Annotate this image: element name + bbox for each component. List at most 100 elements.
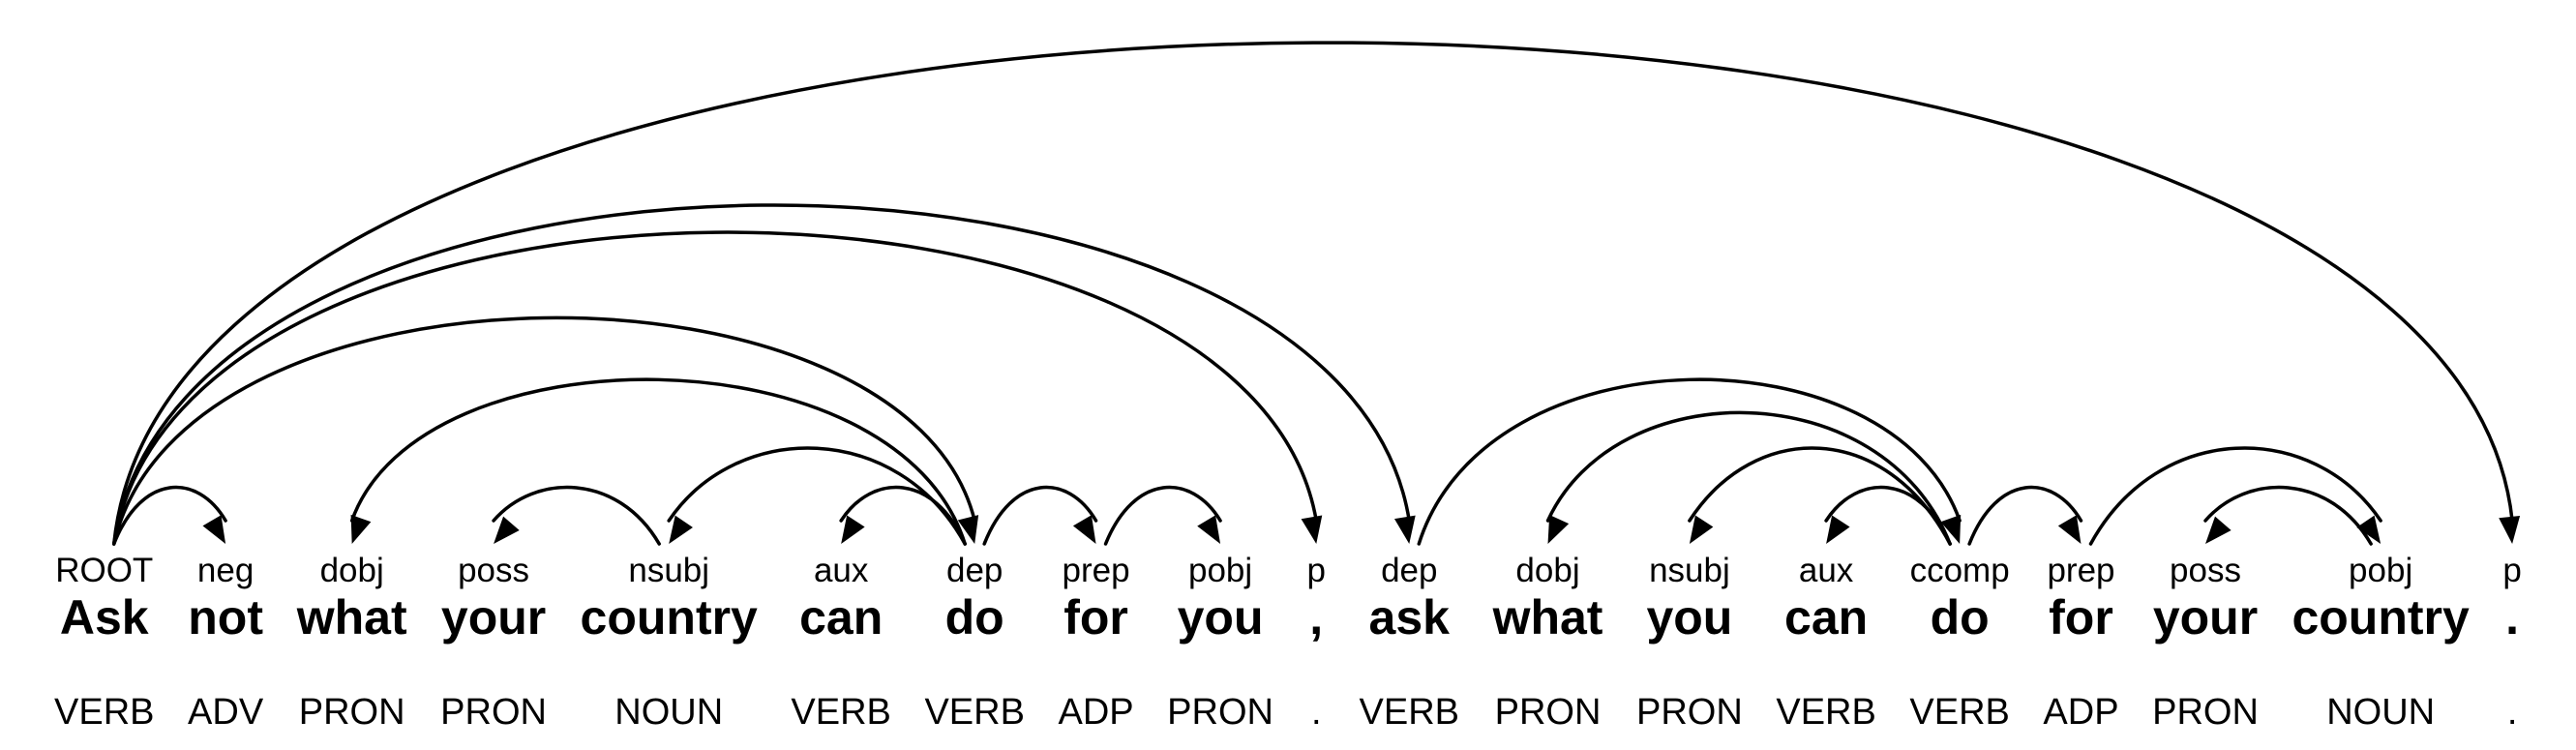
token-word: what bbox=[296, 590, 407, 645]
dependency-arc bbox=[1545, 410, 1952, 546]
pos-tag: PRON bbox=[2152, 692, 2259, 733]
dependency-label: ROOT bbox=[55, 552, 154, 589]
pos-tag: VERB bbox=[1359, 692, 1460, 733]
dependency-label: p bbox=[2502, 552, 2522, 589]
token-word: do bbox=[1930, 590, 1990, 645]
dependency-arc bbox=[111, 230, 1318, 546]
token: pobj you PRON bbox=[1167, 552, 1273, 732]
dependency-label: poss bbox=[2170, 552, 2241, 589]
pos-tag: . bbox=[1310, 692, 1322, 733]
dependency-arc bbox=[1103, 485, 1222, 546]
pos-tag: VERB bbox=[1776, 692, 1876, 733]
token: aux can VERB bbox=[1776, 552, 1875, 732]
token: prep for ADP bbox=[2043, 552, 2118, 732]
dependency-arc bbox=[982, 485, 1098, 546]
pos-tag: PRON bbox=[1494, 692, 1602, 733]
token-word: Ask bbox=[59, 590, 149, 645]
dependency-arc bbox=[839, 485, 967, 546]
arc-arrow-head bbox=[1072, 515, 1096, 544]
token-word: can bbox=[799, 590, 884, 645]
arc-arrow-head bbox=[1393, 515, 1416, 544]
dependency-label: pobj bbox=[1187, 552, 1253, 589]
pos-tag: PRON bbox=[1167, 692, 1273, 733]
token: dep do VERB bbox=[924, 552, 1024, 732]
pos-tag: ADP bbox=[2043, 692, 2119, 733]
token-word: . bbox=[2505, 590, 2520, 645]
token-word: what bbox=[1492, 590, 1603, 645]
dependency-arc bbox=[1417, 377, 1962, 546]
dependency-label: prep bbox=[1062, 552, 1130, 589]
pos-tag: VERB bbox=[54, 692, 155, 733]
pos-tag: ADV bbox=[188, 692, 264, 733]
arc-arrow-head bbox=[2057, 515, 2082, 544]
dependency-label: dep bbox=[945, 552, 1003, 589]
dependency-arc bbox=[492, 485, 661, 546]
arc-arrow-head bbox=[1197, 515, 1221, 544]
token: ROOT Ask VERB bbox=[54, 552, 154, 732]
token: pobj country NOUN bbox=[2291, 552, 2469, 732]
pos-tag: . bbox=[2506, 692, 2518, 733]
dependency-label: dobj bbox=[1515, 552, 1580, 589]
arc-arrow-head bbox=[350, 514, 372, 544]
token: dobj what PRON bbox=[297, 552, 407, 732]
token: nsubj you PRON bbox=[1636, 552, 1743, 732]
token-word: country bbox=[580, 590, 758, 645]
arc-arrow-head bbox=[202, 515, 226, 544]
arc-arrow-head bbox=[2499, 516, 2521, 544]
arc-arrow-head bbox=[1826, 515, 1850, 544]
token-word: do bbox=[944, 590, 1004, 645]
dependency-arc bbox=[2203, 485, 2373, 546]
dependency-arc bbox=[111, 41, 2514, 546]
dependency-label: nsubj bbox=[1649, 552, 1730, 589]
token: nsubj country NOUN bbox=[581, 552, 758, 732]
token: neg not ADV bbox=[188, 552, 263, 732]
dependency-arc bbox=[349, 377, 967, 546]
token: poss your PRON bbox=[2152, 552, 2259, 732]
pos-tag: VERB bbox=[924, 692, 1025, 733]
dependency-label: p bbox=[1306, 552, 1326, 589]
token: prep for ADP bbox=[1058, 552, 1133, 732]
token: p . . bbox=[2502, 552, 2521, 732]
dependency-arc bbox=[1967, 485, 2083, 546]
dependency-label: nsubj bbox=[628, 552, 710, 589]
arc-arrow-head bbox=[957, 515, 979, 544]
token: dep ask VERB bbox=[1360, 552, 1459, 732]
token: dobj what PRON bbox=[1493, 552, 1603, 732]
pos-tag: PRON bbox=[440, 692, 547, 733]
token-word: for bbox=[1063, 590, 1128, 645]
arc-arrow-head bbox=[1689, 515, 1714, 544]
dependency-label: prep bbox=[2047, 552, 2115, 589]
dependency-label: dep bbox=[1381, 552, 1438, 589]
arc-arrow-head bbox=[669, 515, 693, 544]
dependency-label: aux bbox=[1798, 552, 1854, 589]
token-word: ask bbox=[1368, 590, 1450, 645]
token-word: not bbox=[188, 590, 263, 645]
dependency-label: aux bbox=[813, 552, 869, 589]
token-row: ROOT Ask VERB neg not ADV dobj what PRON… bbox=[0, 552, 2576, 732]
token: poss your PRON bbox=[440, 552, 547, 732]
arc-arrow-head bbox=[841, 515, 865, 544]
dependency-label: poss bbox=[458, 552, 530, 589]
dependency-arc bbox=[667, 446, 967, 546]
dependency-label: dobj bbox=[319, 552, 384, 589]
dependency-label: ccomp bbox=[1909, 552, 2010, 589]
pos-tag: VERB bbox=[791, 692, 891, 733]
pos-tag: VERB bbox=[1909, 692, 2010, 733]
token-word: your bbox=[440, 590, 547, 645]
pos-tag: PRON bbox=[1636, 692, 1743, 733]
token-word: your bbox=[2152, 590, 2259, 645]
pos-tag: NOUN bbox=[614, 692, 724, 733]
token: aux can VERB bbox=[791, 552, 890, 732]
dependency-arc bbox=[111, 485, 227, 546]
token-word: for bbox=[2049, 590, 2113, 645]
arc-arrow-head bbox=[1301, 515, 1323, 544]
token-word: you bbox=[1177, 590, 1264, 645]
token-word: you bbox=[1646, 590, 1733, 645]
dependency-label: neg bbox=[196, 552, 255, 589]
arc-arrow-head bbox=[1940, 514, 1962, 544]
dependency-arc bbox=[111, 315, 976, 546]
token-word: country bbox=[2291, 590, 2470, 645]
pos-tag: ADP bbox=[1058, 692, 1134, 733]
